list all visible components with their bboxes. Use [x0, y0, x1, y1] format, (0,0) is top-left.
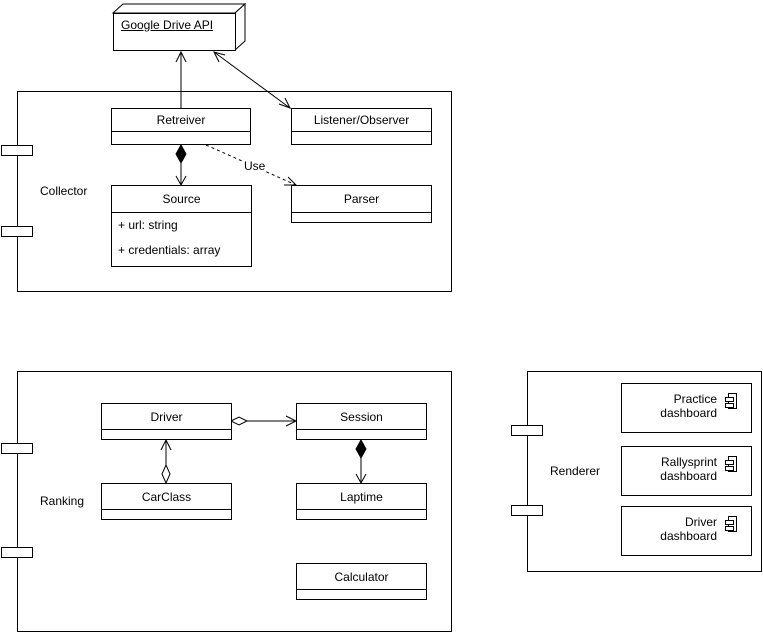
practice-dashboard-line1: Practice	[673, 392, 717, 406]
carclass-class-name: CarClass	[102, 484, 231, 510]
rallysprint-dashboard-line2: dashboard	[660, 469, 717, 483]
renderer-port-top	[511, 425, 543, 436]
component-icon	[725, 393, 737, 409]
carclass-driver-diamond	[161, 463, 171, 485]
ranking-component[interactable]	[17, 371, 452, 632]
listener-observer-class[interactable]: Listener/Observer	[291, 108, 432, 145]
renderer-label: Renderer	[550, 464, 601, 478]
calculator-class[interactable]: Calculator	[296, 563, 427, 600]
driver-dashboard-line1: Driver	[685, 515, 717, 529]
collector-port-bottom	[1, 226, 33, 237]
carclass-driver-arrowhead	[160, 438, 172, 451]
collector-component[interactable]	[17, 91, 452, 292]
rallysprint-dashboard-line1: Rallysprint	[660, 455, 717, 469]
google-drive-api-node[interactable]: Google Drive API	[113, 13, 236, 51]
source-class[interactable]: Source + url: string + credentials: arra…	[111, 185, 252, 267]
api-listener-arrowhead-bottom	[278, 97, 292, 109]
listener-observer-class-name: Listener/Observer	[292, 109, 431, 132]
collector-port-top	[1, 145, 33, 156]
session-class-name: Session	[297, 404, 426, 430]
retreiver-class[interactable]: Retreiver	[111, 108, 251, 145]
api-node-top-face	[111, 3, 247, 14]
parser-class[interactable]: Parser	[291, 185, 432, 223]
ranking-label: Ranking	[40, 494, 85, 508]
laptime-class-name: Laptime	[297, 484, 426, 510]
laptime-class[interactable]: Laptime	[296, 483, 427, 520]
component-icon	[725, 516, 737, 532]
retreiver-class-name: Retreiver	[112, 109, 250, 132]
retreiver-source-diamond	[175, 143, 187, 165]
session-class[interactable]: Session	[296, 403, 427, 440]
collector-label: Collector	[40, 184, 88, 198]
carclass-class[interactable]: CarClass	[101, 483, 232, 520]
calculator-class-name: Calculator	[297, 564, 426, 590]
driver-class-name: Driver	[102, 404, 231, 430]
source-attr-credentials: + credentials: array	[118, 243, 221, 257]
driver-class[interactable]: Driver	[101, 403, 232, 440]
parser-class-name: Parser	[292, 186, 431, 213]
driver-dashboard-line2: dashboard	[660, 529, 717, 543]
driver-dashboard-component[interactable]: Driver dashboard	[621, 506, 752, 556]
component-icon	[725, 456, 737, 472]
ranking-port-top	[1, 443, 33, 454]
source-class-name: Source	[112, 186, 251, 213]
renderer-port-bottom	[511, 505, 543, 516]
source-attr-url: + url: string	[118, 218, 178, 232]
renderer-component[interactable]	[527, 371, 762, 572]
api-listener-arrowhead-top	[213, 51, 226, 63]
practice-dashboard-component[interactable]: Practice dashboard	[621, 383, 752, 433]
rallysprint-dashboard-component[interactable]: Rallysprint dashboard	[621, 446, 752, 496]
api-listener-line	[213, 51, 291, 109]
ranking-port-bottom	[1, 547, 33, 558]
driver-session-diamond	[229, 416, 249, 426]
retreiver-api-arrowhead	[175, 50, 187, 63]
practice-dashboard-line2: dashboard	[660, 406, 717, 420]
use-dependency-label: Use	[244, 159, 266, 173]
session-laptime-diamond	[355, 438, 367, 460]
google-drive-api-label: Google Drive API	[121, 18, 214, 32]
